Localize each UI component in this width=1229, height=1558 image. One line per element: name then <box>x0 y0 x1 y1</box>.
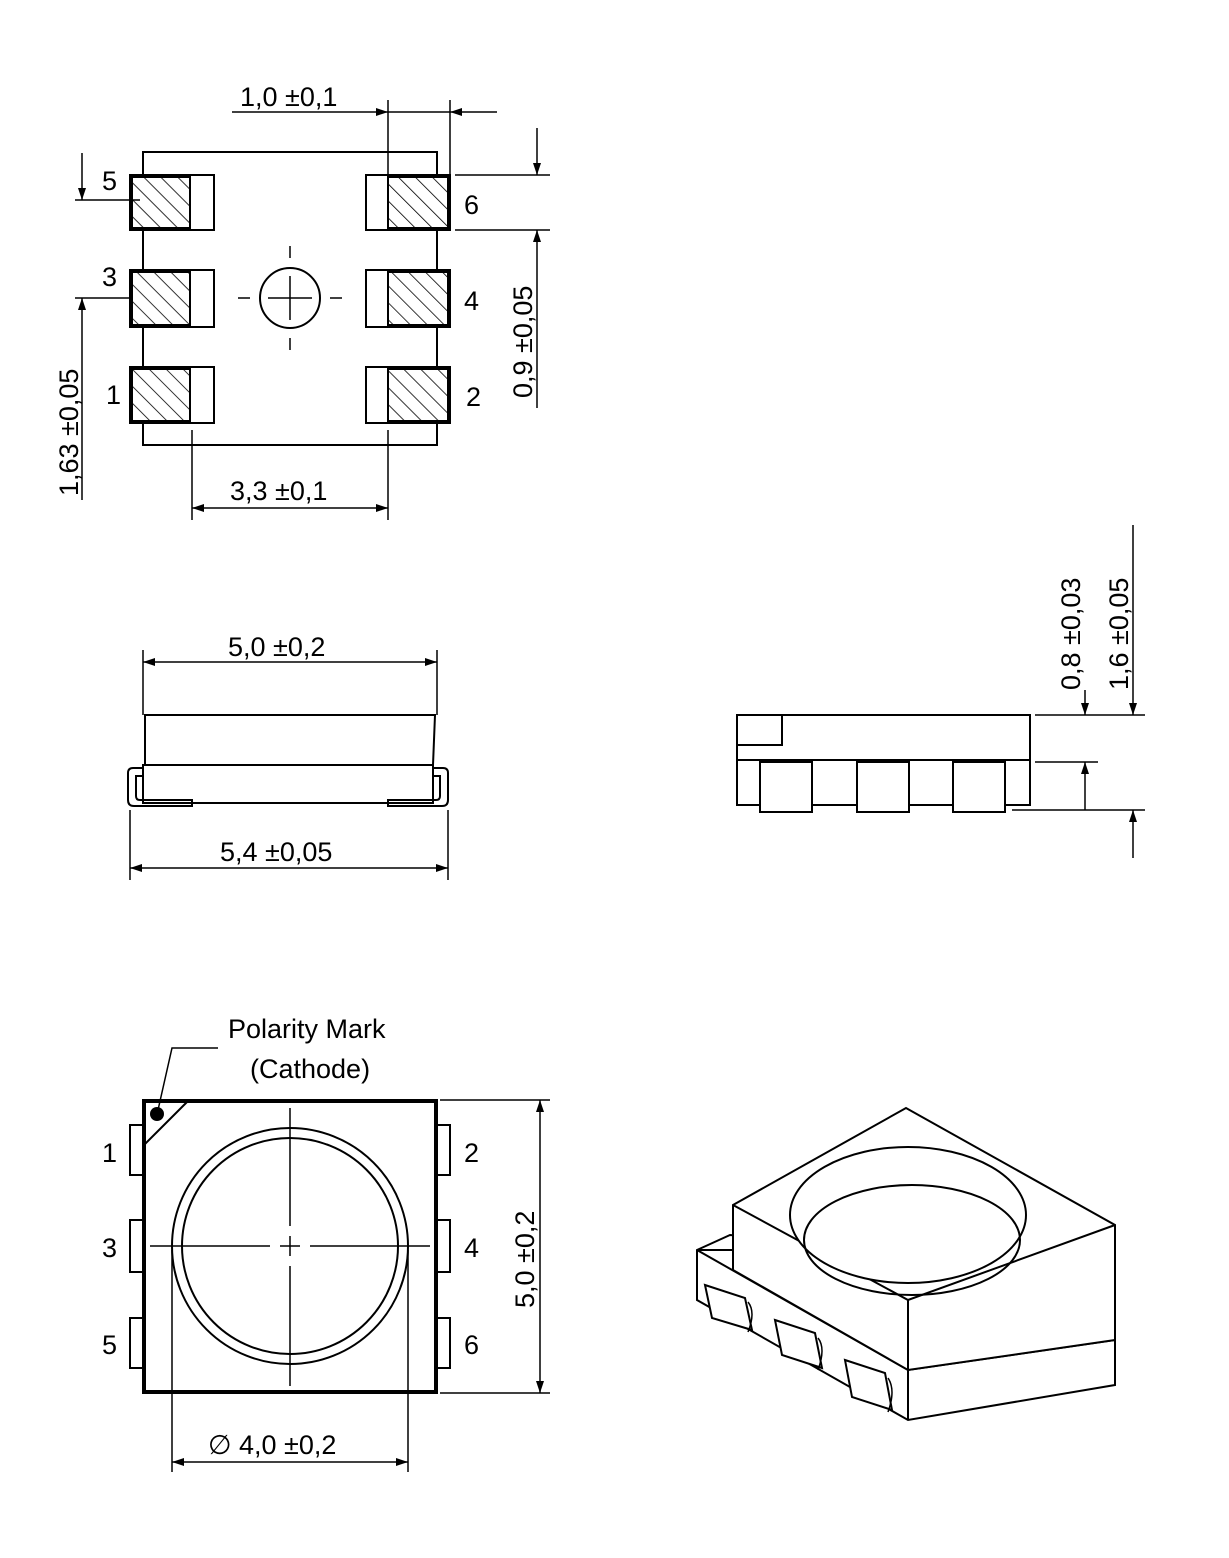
dim-body-length: 5,0 ±0,2 <box>228 632 325 662</box>
end-lead <box>856 761 910 813</box>
pin-label: 5 <box>102 1330 117 1360</box>
dim-pad-height: 0,9 ±0,05 <box>508 286 538 398</box>
dim-lens-diameter: ∅ 4,0 ±0,2 <box>208 1430 336 1460</box>
footprint-view: 5 3 1 6 4 2 1,0 ±0,1 0,9 ±0,05 1,63 ±0,0… <box>54 82 550 520</box>
pad-1 <box>129 366 215 424</box>
end-lead <box>759 761 813 813</box>
cathode-chamfer <box>143 1100 189 1146</box>
pin-label: 4 <box>464 286 479 316</box>
polarity-notch <box>737 714 783 746</box>
pin-label: 3 <box>102 1233 117 1263</box>
dim-pad-spacing: 3,3 ±0,1 <box>230 476 327 506</box>
center-hole <box>259 267 321 329</box>
lead-1 <box>129 1124 145 1176</box>
pin-label: 3 <box>102 262 117 292</box>
end-body-top <box>736 714 1031 761</box>
isometric-view <box>696 1106 1116 1422</box>
polarity-dot <box>150 1107 164 1121</box>
lead-4 <box>435 1219 451 1273</box>
top-body <box>142 1099 438 1394</box>
lead-5 <box>129 1317 145 1369</box>
dim-lead-length: 5,4 ±0,05 <box>220 837 332 867</box>
dim-base-height: 0,8 ±0,03 <box>1056 578 1086 690</box>
iso-lens-opening <box>789 1146 1027 1284</box>
pad-2 <box>365 366 451 424</box>
polarity-sublabel: (Cathode) <box>250 1054 370 1084</box>
end-view: 0,8 ±0,03 1,6 ±0,05 <box>736 525 1145 858</box>
iso-leads <box>703 1283 894 1413</box>
pin-label: 1 <box>106 380 121 410</box>
lead-right <box>387 767 449 807</box>
pin-label: 4 <box>464 1233 479 1263</box>
pad-5 <box>129 174 215 231</box>
lead-left <box>127 767 193 807</box>
side-view: 5,0 ±0,2 5,4 ±0,05 <box>127 632 449 880</box>
pin-label: 2 <box>464 1138 479 1168</box>
top-view: Polarity Mark (Cathode) 1 3 5 2 4 6 5,0 … <box>102 1014 550 1472</box>
side-body-top <box>144 714 437 766</box>
lead-3 <box>129 1219 145 1273</box>
iso-lens-inner <box>803 1184 1021 1296</box>
pin-label: 6 <box>464 190 479 220</box>
pad-4 <box>365 269 451 328</box>
pin-label: 1 <box>102 1138 117 1168</box>
pad-6 <box>365 174 451 231</box>
pin-label: 5 <box>102 166 117 196</box>
pin-label: 2 <box>466 382 481 412</box>
polarity-leader <box>157 1047 218 1111</box>
polarity-label: Polarity Mark <box>228 1014 386 1044</box>
pin-label: 6 <box>464 1330 479 1360</box>
dim-total-height: 1,6 ±0,05 <box>1104 578 1134 690</box>
side-body-base <box>142 764 434 804</box>
dim-pad-width: 1,0 ±0,1 <box>240 82 337 112</box>
dim-pad-pitch: 1,63 ±0,05 <box>54 369 84 496</box>
lead-6 <box>435 1317 451 1369</box>
pad-3 <box>129 269 215 328</box>
end-lead <box>952 761 1006 813</box>
dim-body-width: 5,0 ±0,2 <box>510 1211 540 1308</box>
lead-2 <box>435 1124 451 1176</box>
